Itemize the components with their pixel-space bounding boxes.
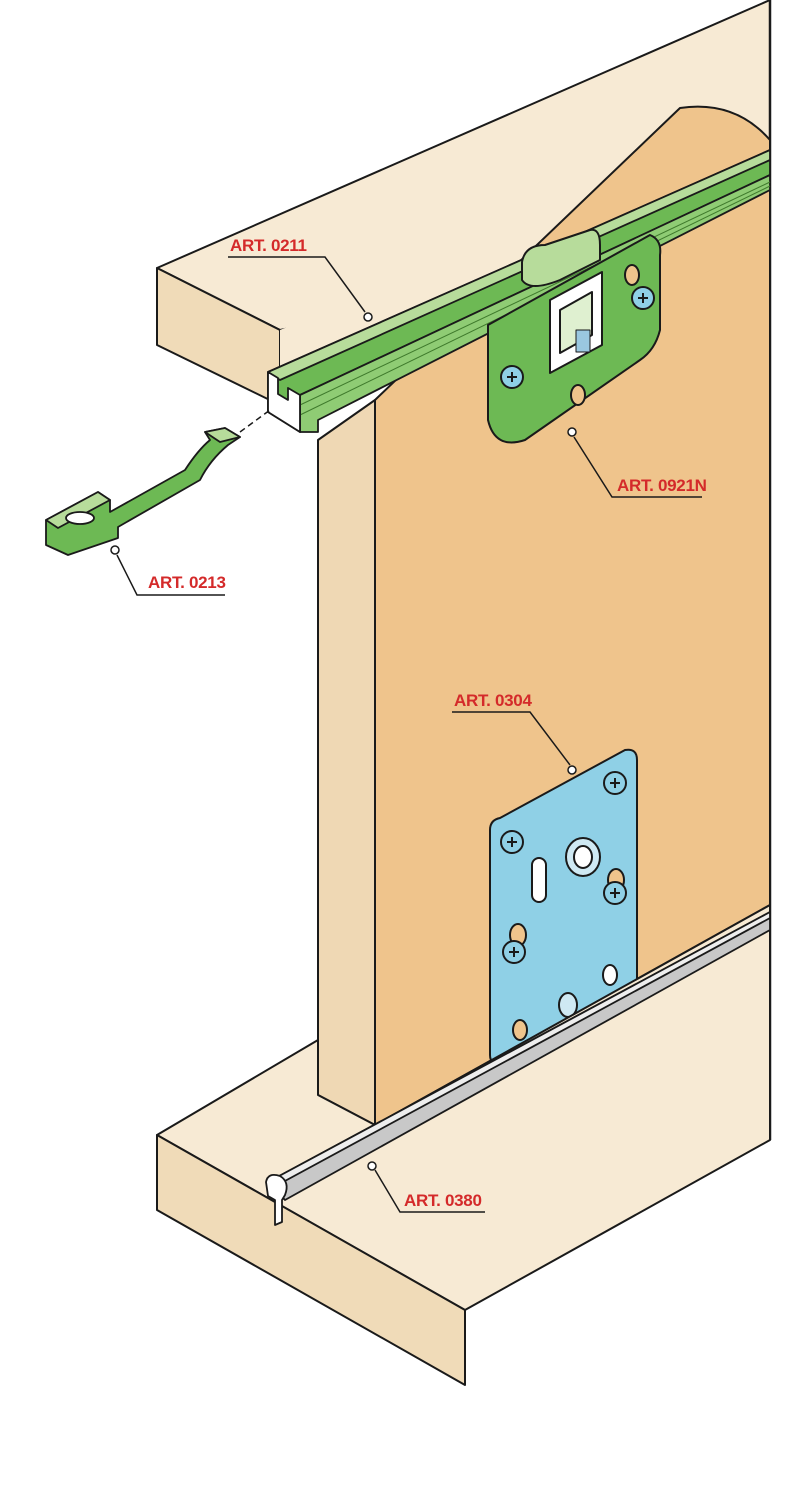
end-stop-0213 [45, 427, 241, 556]
dashed-assembly-line [239, 409, 271, 433]
callout-leaders [110, 256, 702, 1213]
bottom-rail-0380 [265, 911, 771, 1226]
label-art-0211: ART. 0211 [230, 236, 307, 255]
sliding-door [317, 105, 771, 1126]
label-art-0213: ART. 0213 [148, 573, 226, 592]
top-guide-bracket-0921n [487, 228, 662, 444]
label-art-0380: ART. 0380 [404, 1191, 482, 1210]
label-art-0304: ART. 0304 [454, 691, 532, 710]
label-art-0921n: ART. 0921N [617, 476, 707, 495]
